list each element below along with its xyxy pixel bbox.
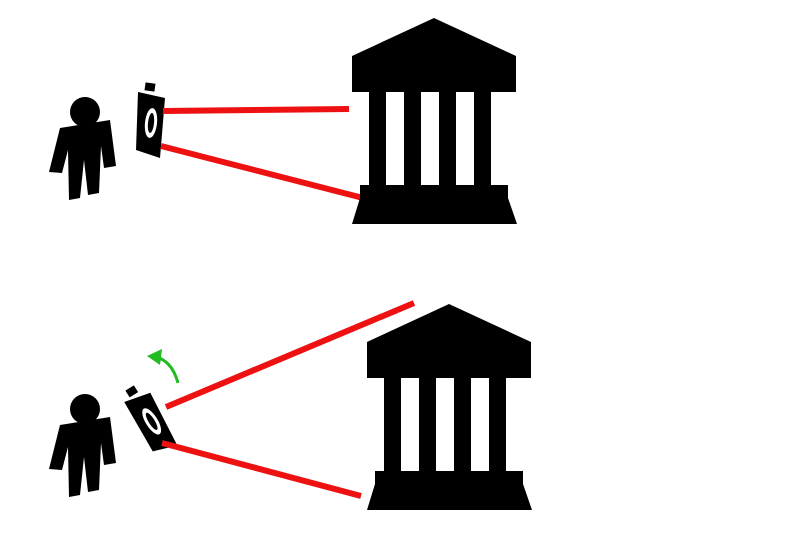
rotate-arrow-icon <box>147 349 180 384</box>
panel-camera-level <box>49 18 517 224</box>
building-icon <box>367 304 532 510</box>
person-icon <box>49 97 116 200</box>
panel-camera-tilted-up <box>49 300 532 510</box>
sight-line-upper <box>164 300 416 410</box>
camera-icon <box>136 82 165 158</box>
sight-line-lower <box>161 440 362 499</box>
sight-line-lower <box>160 143 364 201</box>
sight-line-upper <box>162 106 350 114</box>
building-icon <box>352 18 517 224</box>
person-icon <box>49 394 116 497</box>
camera-icon <box>124 385 178 452</box>
